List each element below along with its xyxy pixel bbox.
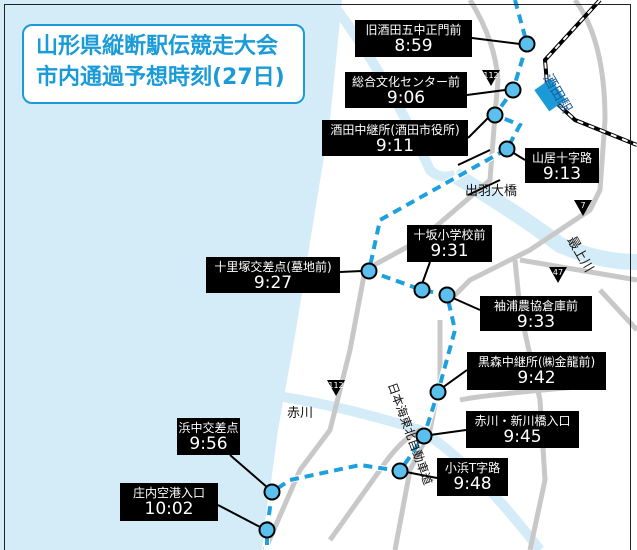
title-line2: 市内通過予想時刻(27日)	[36, 65, 285, 90]
station-name: 庄内空港入口	[132, 486, 205, 500]
station-marker	[413, 281, 431, 299]
station-name: 総合文化センター前	[351, 75, 460, 89]
station-time: 9:11	[375, 136, 415, 156]
leader-lines	[217, 37, 526, 529]
station-time: 9:27	[253, 273, 293, 293]
route-112-shield	[482, 70, 500, 86]
route-47-shield	[549, 267, 567, 283]
station-marker	[486, 106, 504, 124]
station-name: 旧酒田五中正門前	[365, 23, 462, 37]
station-time: 9:56	[189, 434, 228, 454]
svg-text:112: 112	[483, 71, 498, 80]
svg-text:112: 112	[328, 381, 343, 390]
station-label: 黒森中継所(㈱金龍前)9:42	[467, 352, 606, 390]
station-marker	[498, 140, 516, 158]
sea	[0, 0, 342, 550]
station-marker	[263, 483, 281, 501]
station-name: 山居十字路	[531, 151, 592, 165]
station-marker	[360, 262, 378, 280]
station-markers	[258, 35, 536, 539]
map-title: 山形県縦断駅伝競走大会 市内通過予想時刻(27日)	[22, 24, 305, 104]
station-name: 黒森中継所(㈱金龍前)	[477, 355, 596, 369]
akagawa-river-label: 赤川	[287, 406, 314, 421]
sakata-station-building	[534, 78, 566, 112]
station-marker	[391, 462, 409, 480]
route-7-shield	[574, 200, 592, 216]
station-time: 10:02	[144, 499, 194, 519]
station-name: 酒田中継所(酒田市役所)	[330, 123, 460, 137]
dewa-bridge-label: 出羽大橋	[465, 184, 518, 199]
route-112-shield-south	[327, 380, 345, 396]
station-label: 十里塚交差点(墓地前)9:27	[206, 257, 340, 293]
railway	[542, 0, 637, 147]
route-shields: 112 7 47 112	[327, 70, 592, 396]
station-name: 赤川・新川橋入口	[474, 414, 571, 428]
station-name: 小浜T字路	[444, 461, 501, 475]
station-name: 浜中交差点	[178, 421, 239, 435]
svg-text:7: 7	[580, 201, 585, 210]
svg-text:47: 47	[553, 268, 563, 277]
station-marker	[438, 286, 456, 304]
station-marker	[504, 81, 522, 99]
station-time: 9:31	[430, 241, 469, 261]
station-label: 酒田中継所(酒田市役所)9:11	[322, 120, 468, 156]
station-time: 9:06	[386, 88, 426, 108]
station-time: 9:45	[503, 427, 542, 447]
station-name: 十坂小学校前	[413, 228, 486, 242]
station-name: 袖浦農協倉庫前	[493, 299, 578, 313]
station-time: 9:48	[453, 474, 492, 494]
station-time: 8:59	[394, 36, 433, 56]
station-marker	[429, 383, 447, 401]
station-marker	[518, 35, 536, 53]
title-line1: 山形県縦断駅伝競走大会	[36, 34, 279, 59]
station-marker	[258, 521, 276, 539]
river-mogami	[450, 168, 637, 270]
station-name: 十里塚交差点(墓地前)	[214, 260, 332, 274]
station-time: 9:42	[517, 368, 556, 388]
station-marker	[415, 427, 433, 445]
station-time: 9:13	[542, 164, 582, 184]
station-time: 9:33	[516, 312, 556, 332]
